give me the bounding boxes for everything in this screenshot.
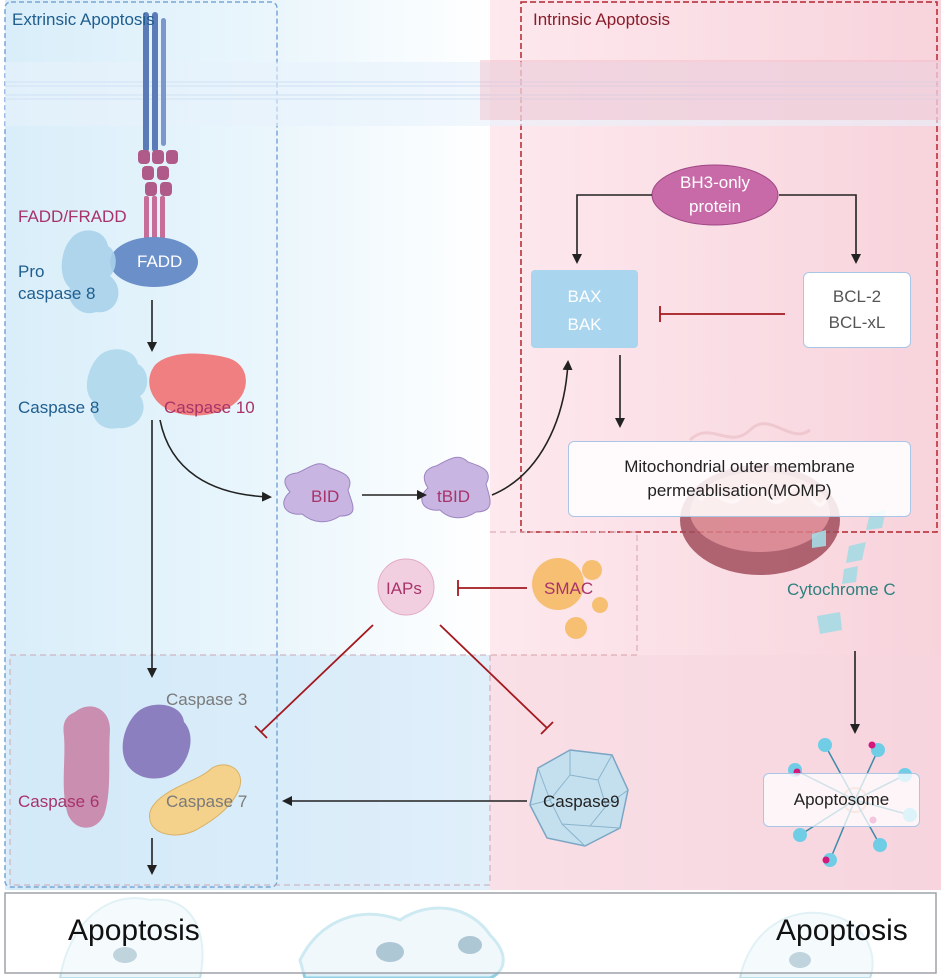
caspase6-label: Caspase 6 xyxy=(18,792,100,811)
pro-caspase8-label-line1: Pro xyxy=(18,262,45,281)
tbid-label: tBID xyxy=(437,487,471,506)
pro-caspase8-shape xyxy=(61,230,119,314)
caspase9-label: Caspase9 xyxy=(543,792,620,811)
inhibition-arrows xyxy=(254,306,785,739)
cytochrome-c-label: Cytochrome C xyxy=(787,580,896,599)
bh3-label-line2: protein xyxy=(689,197,741,216)
cell-membrane xyxy=(0,60,941,126)
apoptosis-left-label: Apoptosis xyxy=(68,914,200,947)
bcl2-label: BCL-2 xyxy=(832,287,882,306)
extrinsic-border xyxy=(4,1,278,888)
momp-label-line2: permeablisation(MOMP) xyxy=(647,481,832,500)
caspase6-shape xyxy=(63,706,110,828)
fadd-shape xyxy=(110,237,198,287)
caspase10-label: Caspase 10 xyxy=(164,398,255,417)
bid-label: BID xyxy=(311,487,340,506)
smac-label: SMAC xyxy=(544,579,594,598)
fadd-label: FADD xyxy=(137,252,183,271)
extrinsic-title: Extrinsic Apoptosis xyxy=(12,10,155,29)
apoptosome-box: Apoptosome xyxy=(763,773,920,827)
tbid-shape xyxy=(421,456,491,519)
bax-bak-box xyxy=(531,270,638,348)
smac-dots xyxy=(532,558,608,639)
apoptosis-banner xyxy=(4,892,937,974)
bax-label: BAX xyxy=(567,287,602,306)
momp-label-line1: Mitochondrial outer membrane xyxy=(624,457,855,476)
lower-region-border xyxy=(9,654,491,886)
bid-shape xyxy=(283,463,354,523)
fadd-fradd-label: FADD/FRADD xyxy=(18,207,127,226)
apoptosome-label: Apoptosome xyxy=(793,790,890,809)
caspase10-shape xyxy=(149,353,246,416)
caspase3-shape xyxy=(122,704,191,779)
iaps-shape xyxy=(377,558,435,616)
caspase9-shape xyxy=(529,749,629,847)
pro-caspase8-label-line2: caspase 8 xyxy=(18,284,96,303)
bh3-label-line1: BH3-only xyxy=(680,173,750,192)
caspase8-shape xyxy=(86,349,148,429)
caspase7-label: Caspase 7 xyxy=(166,792,248,811)
cytochrome-shapes xyxy=(812,510,886,634)
death-receptor xyxy=(138,12,178,248)
momp-box: Mitochondrial outer membrane permeablisa… xyxy=(568,441,911,517)
bcl-box: BCL-2 BCL-xL xyxy=(803,272,911,348)
bak-label: BAK xyxy=(567,315,602,334)
iaps-label: IAPs xyxy=(386,579,422,598)
caspase8-label: Caspase 8 xyxy=(18,398,100,417)
caspase7-shape xyxy=(149,764,242,836)
smac-region-border xyxy=(490,531,638,656)
bclxl-label: BCL-xL xyxy=(828,313,886,332)
activation-arrows xyxy=(147,194,861,875)
intrinsic-title: Intrinsic Apoptosis xyxy=(533,10,671,29)
apoptosis-right-label: Apoptosis xyxy=(776,914,908,947)
caspase3-label: Caspase 3 xyxy=(166,690,248,709)
